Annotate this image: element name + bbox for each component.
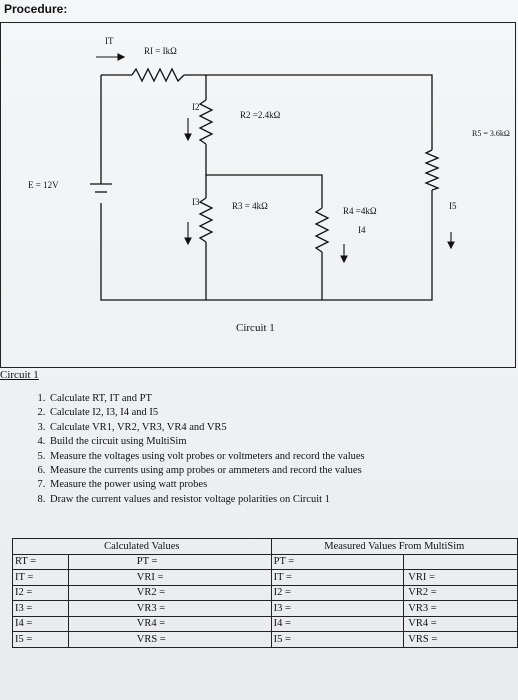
resistor-r2-zigzag [198, 99, 214, 145]
wire-left-lower [100, 190, 433, 301]
cell[interactable]: IT = [12, 569, 69, 586]
cell[interactable]: VRS = [403, 631, 518, 648]
resistor-r1-zigzag [131, 67, 185, 83]
cell[interactable]: I2 = [270, 584, 405, 601]
circuit-diagram [90, 53, 455, 301]
step-item: Measure the currents using amp probes or… [48, 464, 518, 478]
arrow-i5-head [447, 241, 455, 250]
table-row: I3 = VR3 = I3 = VR3 = [12, 600, 518, 617]
header-measured: Measured Values From MultiSim [270, 538, 518, 555]
cell[interactable]: I4 = [270, 615, 405, 632]
table-header-row: Calculated Values Measured Values From M… [12, 538, 518, 555]
step-item: Draw the current values and resistor vol… [48, 493, 518, 507]
label-i2: I2 [192, 102, 200, 112]
arrow-it-head [117, 53, 126, 61]
table-row: RT = PT = PT = [12, 553, 518, 570]
label-it: IT [105, 36, 114, 46]
label-r5: R5 = 3.6kΩ [472, 129, 510, 138]
step-item: Measure the voltages using volt probes o… [48, 450, 518, 464]
cell[interactable]: VR2 = [403, 584, 518, 601]
step-item: Calculate VR1, VR2, VR3, VR4 and VR5 [48, 421, 518, 435]
label-r2: R2 =2.4kΩ [240, 110, 281, 120]
cell[interactable]: VRI = [67, 569, 272, 586]
label-i5: I5 [449, 201, 457, 211]
cell[interactable]: PT = [270, 553, 405, 570]
resistor-r3-zigzag [198, 197, 214, 243]
circuit-frame [0, 22, 516, 368]
cell[interactable]: VRS = [67, 631, 272, 648]
cell[interactable]: I3 = [12, 600, 69, 617]
resistor-r5-zigzag [424, 149, 440, 191]
step-item: Calculate I2, I3, I4 and I5 [48, 406, 518, 420]
cell[interactable]: VR3 = [67, 600, 272, 617]
cell[interactable]: PT = [67, 553, 272, 570]
cell[interactable]: I4 = [12, 615, 69, 632]
circuit-caption: Circuit 1 [236, 322, 275, 334]
cell[interactable]: RT = [12, 553, 69, 570]
step-item: Measure the power using watt probes [48, 478, 518, 492]
label-r4: R4 =4kΩ [343, 206, 377, 216]
cell[interactable]: IT = [270, 569, 405, 586]
step-item: Calculate RT, IT and PT [48, 392, 518, 406]
arrow-i4-head [340, 255, 348, 264]
procedure-steps: Calculate RT, IT and PT Calculate I2, I3… [34, 392, 518, 507]
results-table: Calculated Values Measured Values From M… [12, 538, 518, 648]
cell[interactable]: I3 = [270, 600, 405, 617]
arrow-i2-head [184, 133, 192, 142]
header-calculated: Calculated Values [12, 538, 272, 555]
table-row: I4 = VR4 = I4 = VR4 = [12, 615, 518, 632]
table-row: I2 = VR2 = I2 = VR2 = [12, 584, 518, 601]
arrow-i3-head [184, 237, 192, 246]
resistor-r4-zigzag [314, 207, 330, 253]
cell[interactable]: VRI = [403, 569, 518, 586]
table-row: IT = VRI = IT = VRI = [12, 569, 518, 586]
label-i4: I4 [358, 225, 366, 235]
step-item: Build the circuit using MultiSim [48, 435, 518, 449]
label-r1: RI = IkΩ [144, 46, 177, 56]
wire-r2-bottom [205, 144, 323, 208]
cell[interactable]: I2 = [12, 584, 69, 601]
label-i3: I3 [192, 197, 200, 207]
procedure-heading: Procedure: [4, 2, 68, 16]
wire-top-right [184, 74, 433, 150]
cell[interactable]: VR2 = [67, 584, 272, 601]
cell[interactable]: VR4 = [67, 615, 272, 632]
section-title: Circuit 1 [0, 369, 39, 381]
label-e: E = 12V [28, 180, 59, 190]
table-row: I5 = VRS = I5 = VRS = [12, 631, 518, 648]
label-r3: R3 = 4kΩ [232, 201, 268, 211]
cell[interactable]: VR3 = [403, 600, 518, 617]
cell[interactable]: I5 = [270, 631, 405, 648]
cell[interactable] [403, 553, 518, 570]
cell[interactable]: VR4 = [403, 615, 518, 632]
cell[interactable]: I5 = [12, 631, 69, 648]
